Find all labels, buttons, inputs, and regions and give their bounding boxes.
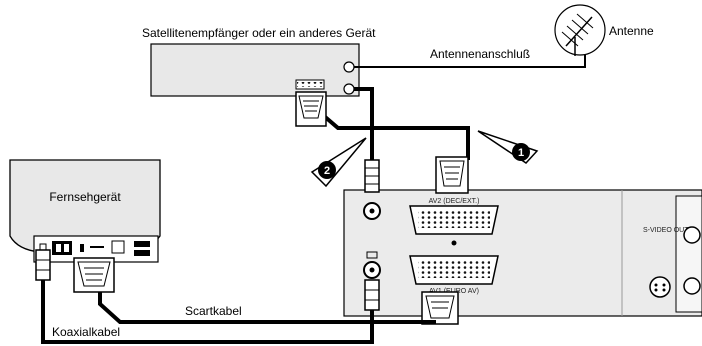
tv-set (9, 159, 161, 263)
svideo-socket (649, 276, 671, 298)
coax-cable-receiver (354, 87, 374, 166)
callout-1: 1 (477, 130, 539, 164)
tv-label: Fernsehgerät (49, 190, 121, 204)
antenna-label: Antenne (609, 24, 654, 38)
scart-plug-icon (435, 156, 469, 194)
scart-cable (98, 292, 436, 324)
callout-2-number: 2 (324, 165, 330, 177)
av2-scart-socket (409, 205, 499, 235)
coax-plug-icon (364, 159, 380, 193)
antenna-icon (554, 4, 606, 56)
scart-cable-receiver (308, 92, 470, 160)
satellite-receiver (150, 43, 360, 97)
receiver-out-socket (343, 83, 355, 95)
coax-plug-icon (35, 249, 51, 281)
coax-cable-label: Koaxialkabel (52, 325, 120, 339)
av1-scart-socket (409, 255, 499, 285)
scart-plug-icon (295, 91, 327, 127)
scart-cable-label: Scartkabel (185, 304, 242, 318)
scart-plug-icon (421, 291, 459, 325)
callout-2: 2 (310, 137, 367, 188)
antenna-cable (354, 55, 586, 68)
svideo-out-label: S-VIDEO OUT (643, 227, 689, 234)
coax-cable (41, 280, 374, 344)
av2-port-label: AV2 (DEC/EXT.) (429, 198, 480, 205)
satellite-receiver-label: Satellitenempfänger oder ein anderes Ger… (142, 26, 376, 40)
scart-plug-icon (73, 257, 115, 293)
receiver-antenna-socket (343, 61, 355, 73)
callout-1-number: 1 (518, 147, 524, 159)
coax-plug-icon (364, 279, 380, 311)
vcr-back-panel (343, 189, 702, 317)
antenna-connection-label: Antennenanschluß (430, 47, 530, 61)
